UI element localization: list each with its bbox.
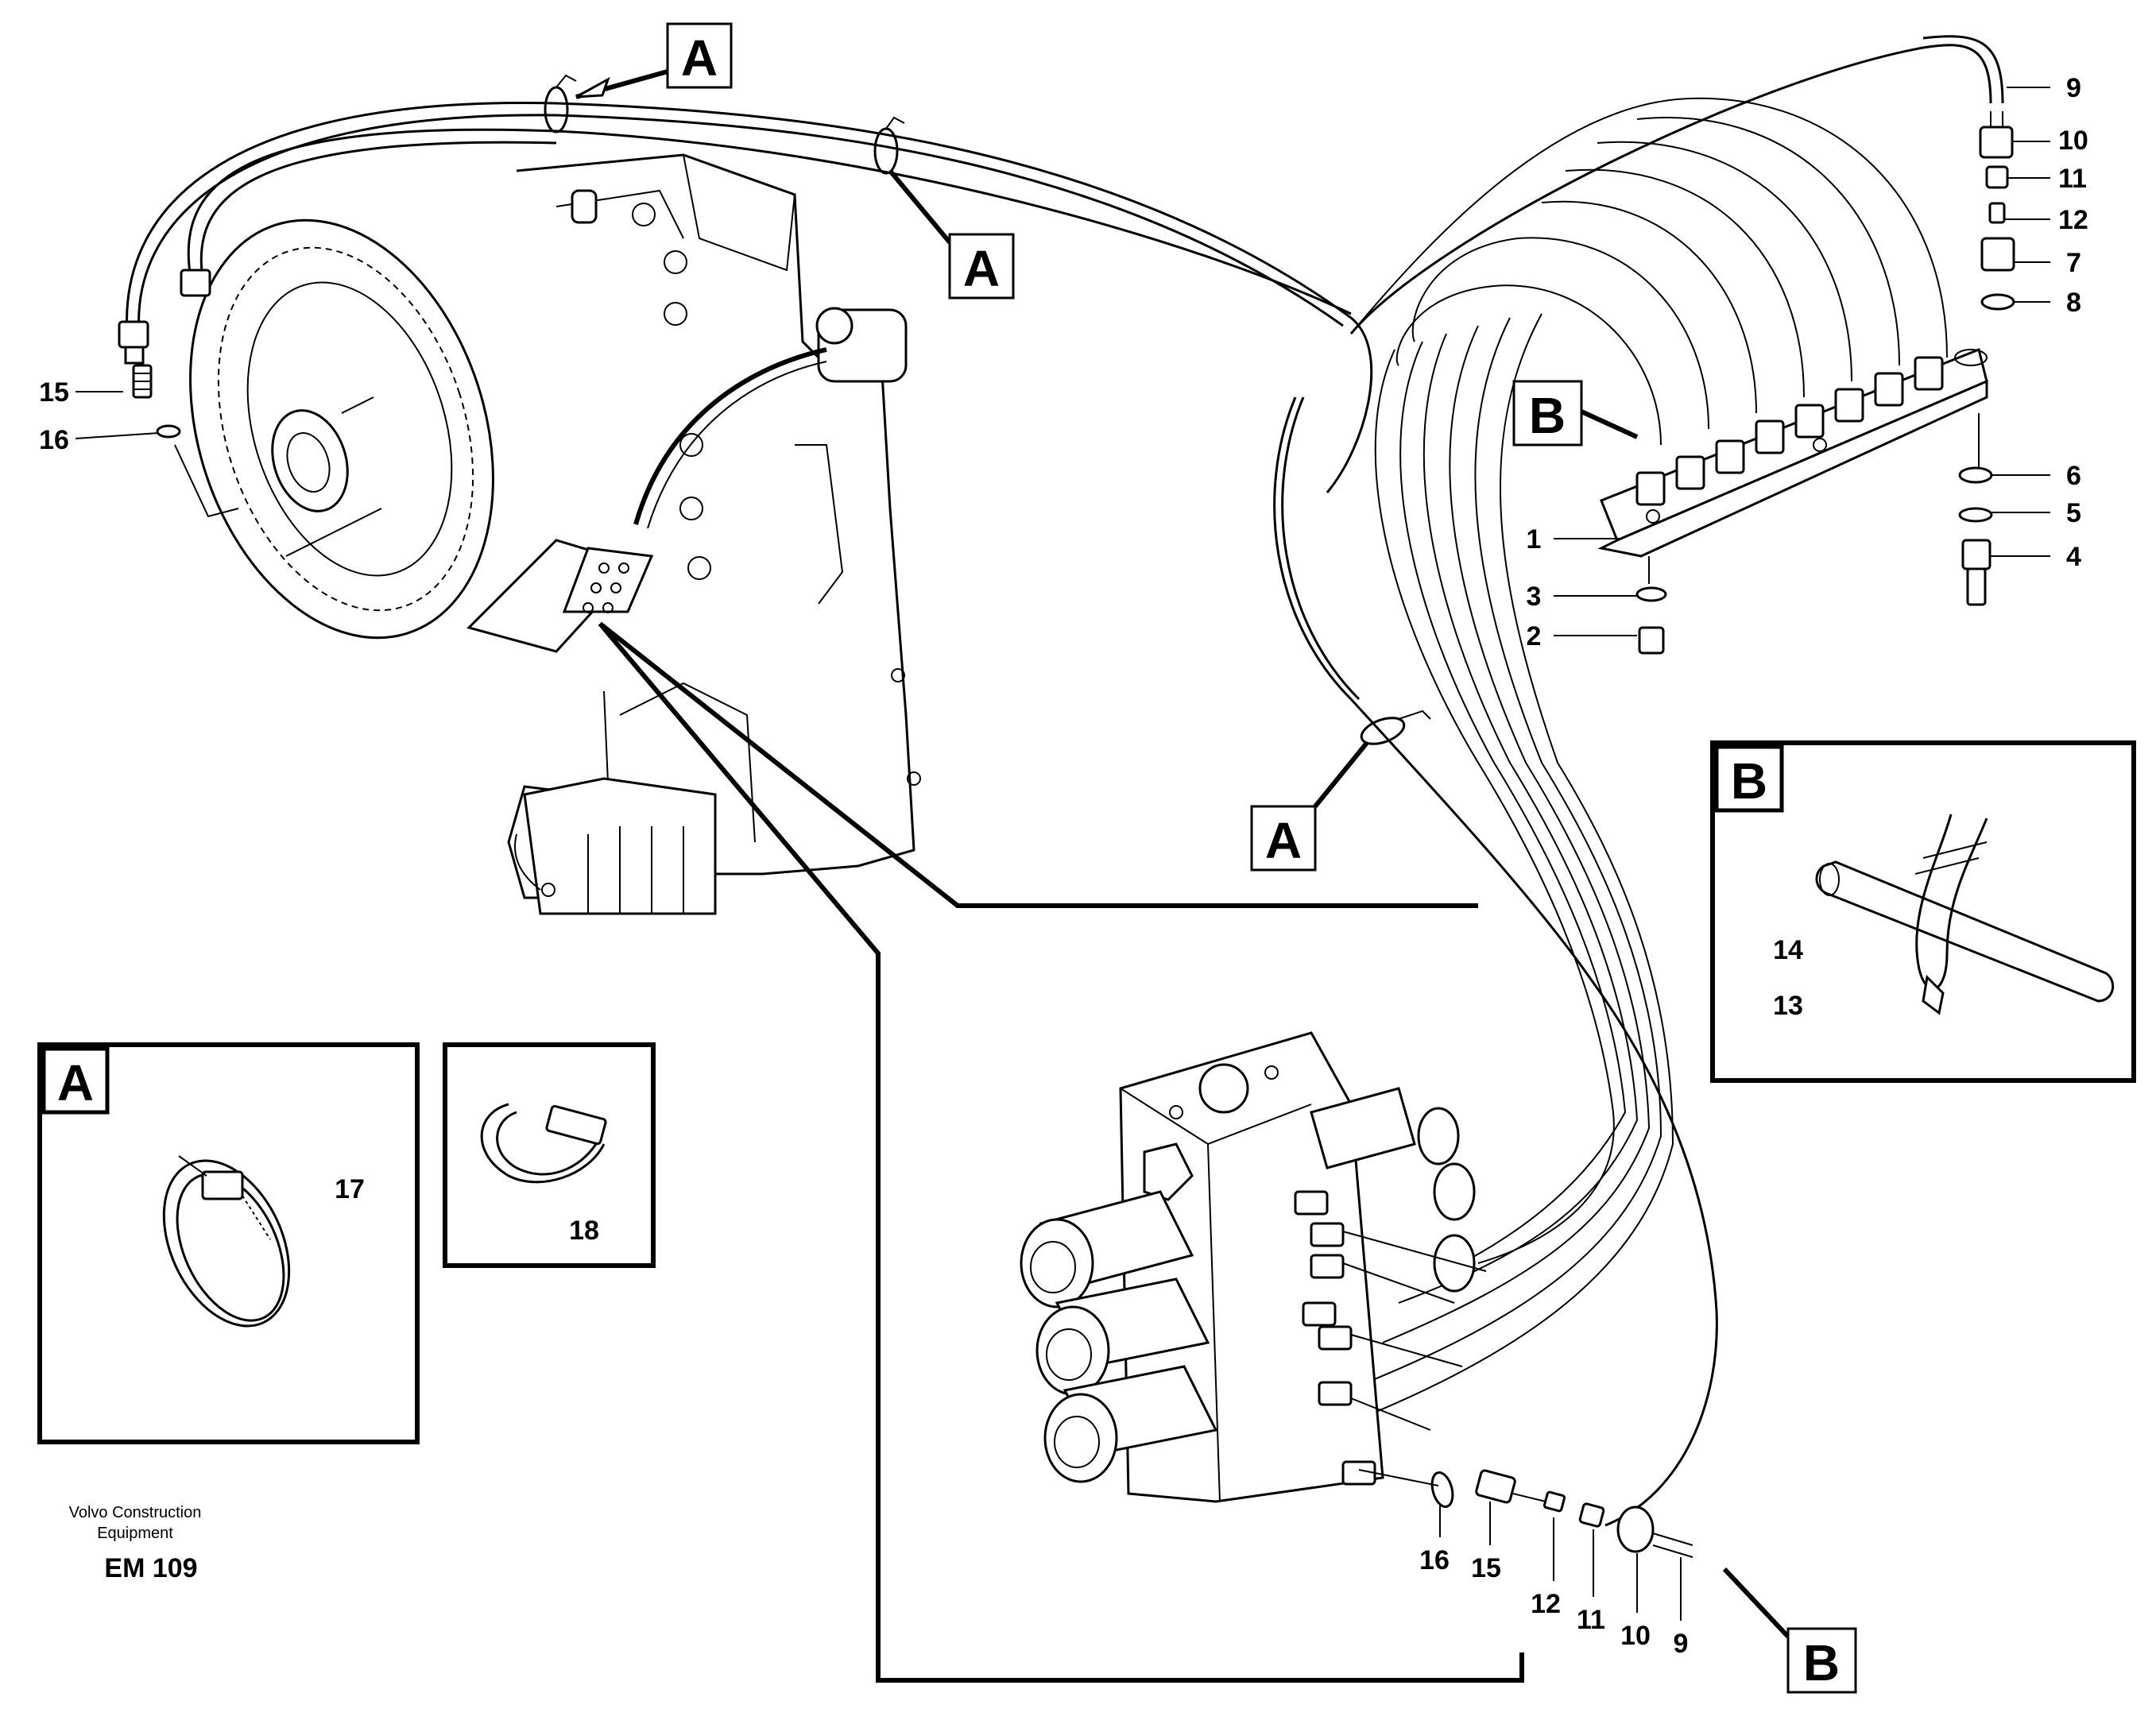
- section-ref-a-lower: A: [1250, 741, 1369, 872]
- left-fittings: [118, 269, 239, 518]
- callout-2: 2: [1527, 621, 1542, 651]
- clamp-a-2: [873, 116, 905, 175]
- footer-company-line1: Volvo Construction: [69, 1504, 202, 1521]
- section-ref-b-bottom: B: [1722, 1567, 1857, 1694]
- section-ref-a-top: A: [575, 22, 733, 99]
- callout-5: 5: [2066, 498, 2081, 528]
- callout-13: 13: [1773, 991, 1803, 1021]
- clamp-a-3: [1360, 709, 1431, 745]
- zoom-bracket: [598, 621, 1524, 1683]
- callout-11-top: 11: [2058, 164, 2087, 194]
- detail-box-18: [443, 1042, 656, 1268]
- figure-code: EM 109: [104, 1553, 197, 1583]
- callout-15-left: 15: [39, 377, 69, 408]
- callout-10-valve: 10: [1620, 1621, 1651, 1651]
- footer: Volvo Construction Equipment EM 109: [69, 1504, 202, 1583]
- callout-16-left: 16: [39, 425, 69, 455]
- transmission-housing: [189, 153, 921, 915]
- clamp-a-1: [544, 74, 577, 133]
- detail-box-b: B: [1710, 740, 2136, 1083]
- callout-1: 1: [1527, 524, 1542, 555]
- callout-9-valve: 9: [1674, 1629, 1689, 1659]
- callout-15-valve: 15: [1471, 1553, 1501, 1583]
- section-ref-a-mid: A: [888, 169, 1015, 300]
- callout-3: 3: [1527, 582, 1542, 612]
- distribution-manifold: [1597, 111, 2015, 655]
- detail-box-b-title: B: [1731, 752, 1767, 810]
- callout-10-top: 10: [2058, 126, 2088, 156]
- section-ref-b-label: B: [1803, 1634, 1840, 1691]
- section-ref-a-label: A: [963, 240, 1000, 297]
- footer-company-line2: Equipment: [97, 1525, 173, 1542]
- callout-18: 18: [569, 1216, 599, 1246]
- control-valve: [1020, 1031, 1693, 1558]
- callout-12-valve: 12: [1531, 1589, 1561, 1619]
- section-ref-b-manifold: B: [1512, 380, 1639, 446]
- callout-8: 8: [2066, 288, 2081, 318]
- detail-box-a-title: A: [57, 1054, 94, 1111]
- callout-9-top: 9: [2066, 73, 2081, 103]
- callout-14: 14: [1773, 935, 1803, 965]
- callout-7: 7: [2066, 248, 2081, 278]
- callout-12-top: 12: [2058, 205, 2088, 235]
- detail-box-a: A: [37, 1042, 420, 1444]
- section-ref-a-label: A: [681, 29, 718, 87]
- callout-6: 6: [2066, 461, 2081, 491]
- hose-routing: [126, 35, 2004, 1527]
- callout-11-valve: 11: [1577, 1605, 1605, 1635]
- callout-4: 4: [2066, 542, 2081, 572]
- callout-17: 17: [335, 1174, 365, 1204]
- callout-16-valve: 16: [1419, 1545, 1450, 1575]
- section-ref-b-label: B: [1529, 387, 1566, 444]
- callout-labels: 15 16 9 10 11 12 7 8 6 5 4 1 3 2 14 13 1…: [39, 73, 2088, 1659]
- section-ref-a-label: A: [1265, 812, 1302, 869]
